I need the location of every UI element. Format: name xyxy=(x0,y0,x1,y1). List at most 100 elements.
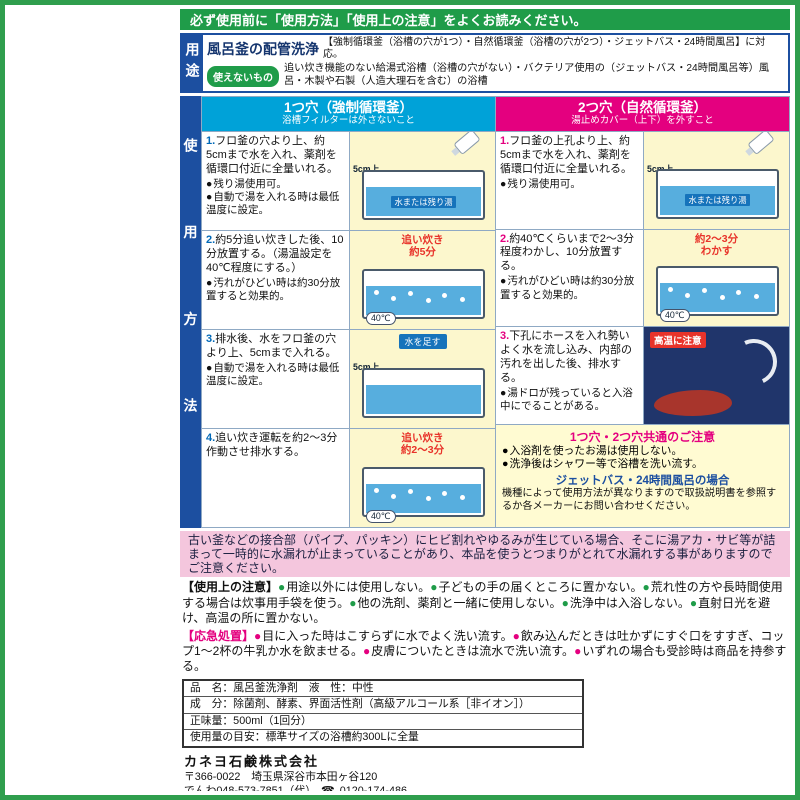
left-step-1-illustration: 5cm上 水または残り湯 xyxy=(349,132,495,230)
step-paragraph: 1.フロ釜の上孔より上、約5cmまで水を入れ、薬剤を循環口付近に全量いれる。 xyxy=(500,135,639,177)
precautions-items: ●用途以外には使用しない。●子どもの手の届くところに置かない。●荒れ性の方や長時… xyxy=(182,580,783,626)
step-instruction: 下孔にホースを入れ勢いよく水を流し込み、内部の汚れを出した後、排水する。 xyxy=(500,330,632,384)
spec-row-name: 品 名：風呂釜洗浄剤 液 性：中性 xyxy=(190,681,374,694)
water-level-label: 5cm上 xyxy=(353,164,380,174)
right-step-2-illustration: 約2〜3分 わかす 40℃ xyxy=(643,229,789,326)
step-instruction: 追い炊き運転を約2〜3分作動させ排水する。 xyxy=(206,432,338,458)
one-hole-header: 1つ穴（強制循環釜） 浴槽フィルターは外さないこと xyxy=(202,97,495,131)
left-step-2: 2.約5分追い炊きした後、10分放置する。（湯温設定を40℃程度にする。） ●汚… xyxy=(202,230,495,329)
right-step-3-illustration: 高温に注意 xyxy=(643,327,789,424)
left-step-4-illustration: 追い炊き 約2〜3分 40℃ xyxy=(349,429,495,527)
sludge-icon xyxy=(654,389,732,416)
add-water-banner: 水を足す xyxy=(398,334,447,349)
reheat-label: 追い炊き 約2〜3分 xyxy=(350,432,495,456)
boiling-water xyxy=(366,286,481,315)
right-step-1-illustration: 5cm上 水または残り湯 xyxy=(643,132,789,229)
step-notes: ●自動で湯を入れる時は最低温度に設定。 xyxy=(206,361,340,388)
step-instruction: 約40℃くらいまで2〜3分程度わかし、10分放置する。 xyxy=(500,232,635,273)
step-number: 3. xyxy=(500,330,510,342)
right-step-2-text: 2.約40℃くらいまで2〜3分程度わかし、10分放置する。 ●汚れがひどい時は約… xyxy=(496,230,643,327)
label-content: 必ず使用前に「使用方法」「使用上の注意」をよくお読みください。 用途 風呂釜の配… xyxy=(180,9,790,791)
two-hole-subtitle: 湯止めカバー（上下）を外すこと xyxy=(571,115,714,127)
reheat-label-line1: 追い炊き xyxy=(401,432,444,444)
precautions-paragraph: 【使用上の注意】●用途以外には使用しない。●子どもの手の届くところに置かない。●… xyxy=(180,579,790,627)
jetbath-case-text: 機種によって使用方法が異なりますので取扱説明書を参照するか各メーカーにお問い合わ… xyxy=(502,488,777,513)
company-phone-line: でんわ048-573-7851（代） ☎ 0120-174-486 xyxy=(184,784,790,791)
left-step-4: 4.追い炊き運転を約2〜3分作動させ排水する。 追い炊き 約2〜3分 4 xyxy=(202,428,495,527)
jetbath-case-title: ジェットバス・24時間風呂の場合 xyxy=(555,475,730,488)
company-address: 〒366-0022 埼玉県深谷市本田ヶ谷120 xyxy=(184,770,378,783)
step-notes: ●湯ドロが残っていると入浴中にでることがある。 xyxy=(500,386,633,412)
boiling-water xyxy=(660,283,775,312)
right-step-3-text: 3.下孔にホースを入れ勢いよく水を流し込み、内部の汚れを出した後、排水する。 ●… xyxy=(496,327,643,424)
precautions-label: 【使用上の注意】 xyxy=(182,580,279,595)
product-spec-table: 品 名：風呂釜洗浄剤 液 性：中性 成 分：除菌剤、酵素、界面活性剤（高級アルコ… xyxy=(182,678,584,748)
high-temp-warning-badge: 高温に注意 xyxy=(650,332,706,348)
one-hole-subtitle: 浴槽フィルターは外さないこと xyxy=(282,115,415,127)
left-step-3-text: 3.排水後、水をフロ釜の穴より上、5cmまで入れる。 ●自動で湯を入れる時は最低… xyxy=(202,330,349,428)
right-step-1: 1.フロ釜の上孔より上、約5cmまで水を入れ、薬剤を循環口付近に全量いれる。 ●… xyxy=(496,131,789,229)
leak-warning-text: 古い釜などの接合部（パイプ、パッキン）にヒビ割れやゆるみが生じている場合、そこに… xyxy=(188,533,776,576)
common-cautions-box: 1つ穴・2つ穴共通のご注意 ●入浴剤を使ったお湯は使用しない。●洗浄後はシャワー… xyxy=(496,423,789,527)
usage-label-text: 用途 xyxy=(184,42,201,84)
first-aid-paragraph: 【応急処置】●目に入った時はこすらずに水でよく洗い流す。●飲み込んだときは吐かず… xyxy=(180,628,790,676)
step-paragraph: 3.排水後、水をフロ釜の穴より上、5cmまで入れる。 xyxy=(206,333,345,361)
bathtub-icon xyxy=(362,269,485,319)
left-step-2-text: 2.約5分追い炊きした後、10分放置する。（湯温設定を40℃程度にする。） ●汚… xyxy=(202,231,349,329)
step-notes: ●汚れがひどい時は約30分放置すると効果的。 xyxy=(500,275,635,301)
company-phone: でんわ048-573-7851（代） xyxy=(184,784,317,791)
water-fill xyxy=(366,385,481,414)
company-name: カネヨ石鹸株式会社 xyxy=(184,753,320,769)
freedial-icon: ☎ xyxy=(321,784,335,791)
left-step-1: 1.フロ釜の穴より上、約5cmまで水を入れ、薬剤を循環口付近に全量いれる。 ●残… xyxy=(202,131,495,230)
usage-cannot-row: 使えないもの 追い炊き機能のない給湯式浴槽（浴槽の穴がない）・バクテリア使用の（… xyxy=(203,61,788,91)
top-notice-bar: 必ず使用前に「使用方法」「使用上の注意」をよくお読みください。 xyxy=(180,9,790,30)
left-step-4-text: 4.追い炊き運転を約2〜3分作動させ排水する。 xyxy=(202,429,349,527)
step-paragraph: 1.フロ釜の穴より上、約5cmまで水を入れ、薬剤を循環口付近に全量いれる。 xyxy=(206,135,345,177)
first-aid-label: 【応急処置】 xyxy=(182,628,255,643)
bathtub-icon xyxy=(362,467,485,517)
spec-row-dosage: 使用量の目安：標準サイズの浴槽約300Lに全量 xyxy=(184,729,582,745)
step-instruction: 排水後、水をフロ釜の穴より上、5cmまで入れる。 xyxy=(206,333,337,359)
usage-body: 風呂釜の配管洗浄 【強制循環釜（浴槽の穴が1つ）・自然循環釜（浴槽の穴が2つ）・… xyxy=(203,35,788,91)
two-hole-title: 2つ穴（自然循環釜） xyxy=(577,100,707,116)
one-hole-title: 1つ穴（強制循環釜） xyxy=(283,100,413,116)
method-columns: 1つ穴（強制循環釜） 浴槽フィルターは外さないこと 1.フロ釜の穴より上、約5c… xyxy=(201,96,790,528)
common-cautions-title: 1つ穴・2つ穴共通のご注意 xyxy=(569,429,716,444)
freedial-number: 0120-174-486 xyxy=(339,784,407,791)
bathtub-icon xyxy=(362,368,485,418)
cannot-use-description: 追い炊き機能のない給湯式浴槽（浴槽の穴がない）・バクテリア使用の（ジェットバス・… xyxy=(284,63,770,87)
step-notes: ●残り湯使用可。●自動で湯を入れる時は最低温度に設定。 xyxy=(206,177,340,217)
step-number: 1. xyxy=(206,135,216,147)
water-label: 水または残り湯 xyxy=(391,195,456,208)
step-paragraph: 3.下孔にホースを入れ勢いよく水を流し込み、内部の汚れを出した後、排水する。 xyxy=(500,330,639,386)
usage-vertical-label: 用途 xyxy=(182,35,203,91)
water-label: 水または残り湯 xyxy=(685,194,750,207)
left-step-1-text: 1.フロ釜の穴より上、約5cmまで水を入れ、薬剤を循環口付近に全量いれる。 ●残… xyxy=(202,132,349,230)
bottle-pour-icon xyxy=(453,132,481,156)
boiling-water xyxy=(366,484,481,513)
bathtub-icon: 水または残り湯 xyxy=(656,168,779,219)
reheat-label: 追い炊き 約5分 xyxy=(350,234,495,258)
temperature-badge: 40℃ xyxy=(366,312,396,325)
reheat-label-line1: 追い炊き xyxy=(401,234,444,246)
leak-warning-box: 古い釜などの接合部（パイプ、パッキン）にヒビ割れやゆるみが生じている場合、そこに… xyxy=(180,531,790,578)
common-cautions-items: ●入浴剤を使ったお湯は使用しない。●洗浄後はシャワー等で浴槽を洗い流す。 xyxy=(502,444,703,470)
spec-row-net-volume: 正味量：500ml（1回分） xyxy=(184,712,582,729)
usage-title: 風呂釜の配管洗浄 xyxy=(207,41,319,57)
step-number: 3. xyxy=(206,333,216,345)
temperature-badge: 40℃ xyxy=(660,309,690,322)
cannot-use-badge: 使えないもの xyxy=(207,65,279,87)
column-one-hole: 1つ穴（強制循環釜） 浴槽フィルターは外さないこと 1.フロ釜の穴より上、約5c… xyxy=(201,96,496,528)
step-number: 2. xyxy=(500,232,510,245)
usage-main-row: 風呂釜の配管洗浄 【強制循環釜（浴槽の穴が1つ）・自然循環釜（浴槽の穴が2つ）・… xyxy=(203,35,788,61)
step-notes: ●残り湯使用可。 xyxy=(500,177,581,190)
step-paragraph: 2.約40℃くらいまで2〜3分程度わかし、10分放置する。 xyxy=(500,233,639,275)
usage-method-section: 使用方法 1つ穴（強制循環釜） 浴槽フィルターは外さないこと 1.フロ釜の穴より… xyxy=(180,96,790,528)
step-number: 4. xyxy=(206,432,216,444)
hose-icon xyxy=(724,332,784,392)
usage-section: 用途 風呂釜の配管洗浄 【強制循環釜（浴槽の穴が1つ）・自然循環釜（浴槽の穴が2… xyxy=(180,33,790,93)
company-info: カネヨ石鹸株式会社 〒366-0022 埼玉県深谷市本田ヶ谷120 でんわ048… xyxy=(180,751,790,791)
water-fill: 水または残り湯 xyxy=(660,185,775,215)
